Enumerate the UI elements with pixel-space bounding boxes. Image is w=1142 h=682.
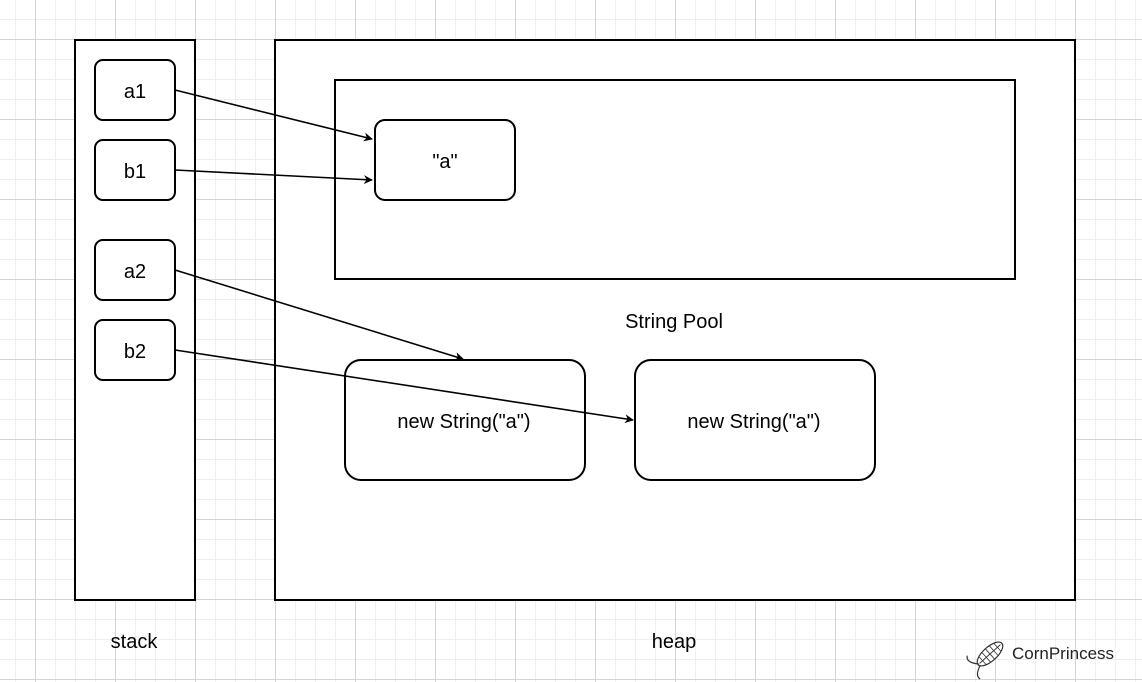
stack-label: stack — [111, 631, 159, 653]
variable-b1-label: b1 — [124, 161, 146, 183]
variable-b2-label: b2 — [124, 341, 146, 363]
arrow-b2-to-heap-object-2 — [174, 349, 634, 424]
pool-string-node — [374, 119, 516, 201]
string-pool-label: String Pool — [625, 311, 723, 333]
corn-icon — [966, 641, 1004, 680]
heap-object-2-label: new String("a") — [687, 411, 820, 433]
arrow-b1-to-pool-string — [174, 169, 373, 185]
arrow-a1-to-pool-string — [174, 89, 373, 142]
pool-string-label: "a" — [432, 151, 457, 173]
heap-object-1-node — [344, 359, 586, 481]
heap-object-1-label: new String("a") — [397, 411, 530, 433]
variable-a2-label: a2 — [124, 261, 146, 283]
variable-a1-label: a1 — [124, 81, 146, 103]
heap-object-2-node — [634, 359, 876, 481]
arrow-a2-to-heap-object-1 — [174, 269, 464, 361]
heap-label: heap — [652, 631, 697, 653]
watermark-text: CornPrincess — [1012, 644, 1114, 663]
